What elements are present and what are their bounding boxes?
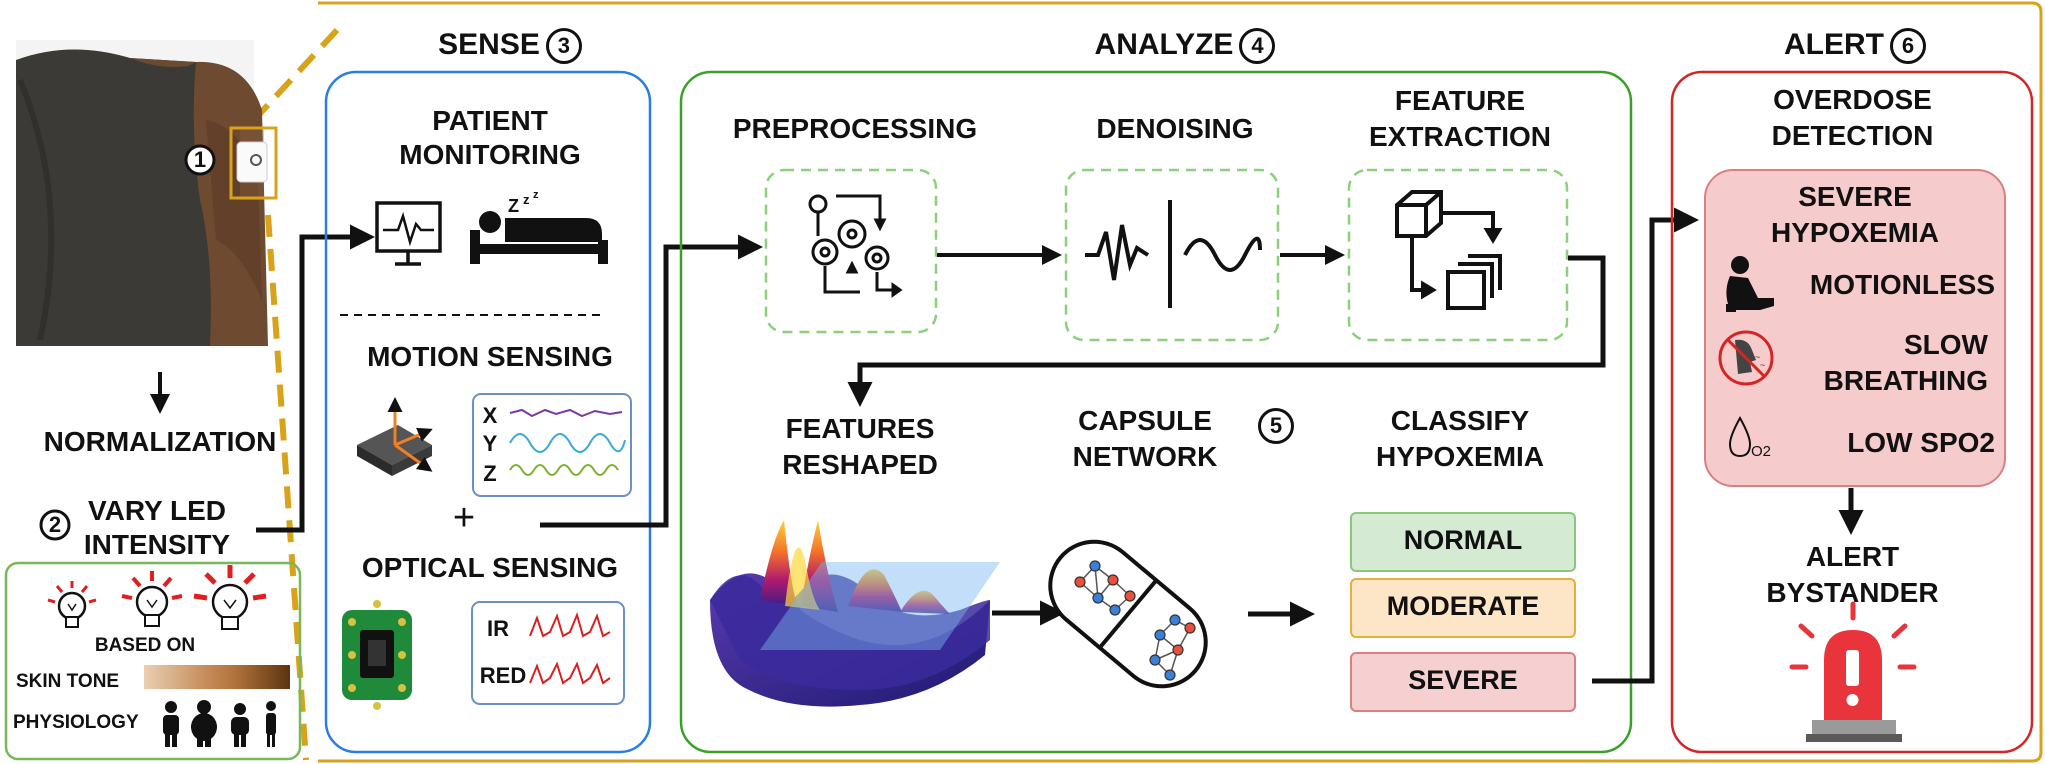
optical-sensing-label: OPTICAL SENSING	[361, 552, 619, 583]
features-3d-surface	[710, 520, 1000, 707]
patient-monitoring-line2: MONITORING	[399, 139, 581, 170]
feature-extraction-line1: FEATURE	[1394, 85, 1526, 116]
motionless-person-icon	[1726, 256, 1774, 312]
motionless-label: MOTIONLESS	[1809, 269, 1995, 300]
axis-x-label: X	[482, 403, 498, 428]
slow-breathing-line2: BREATHING	[1823, 365, 1988, 396]
features-reshaped-line2: RESHAPED	[782, 449, 938, 480]
skin-tone-scale	[144, 665, 290, 689]
denoising-icon	[1085, 200, 1262, 308]
slow-breathing-line1: SLOW	[1904, 329, 1988, 360]
z-waveform	[509, 464, 619, 476]
denoising-box	[1064, 168, 1280, 342]
xyz-signal-panel	[472, 393, 632, 497]
led-bulbs-icon	[47, 565, 267, 630]
capsule-number-badge: 5	[1256, 408, 1296, 444]
classify-hypoxemia-line1: CLASSIFY	[1390, 405, 1530, 436]
classify-hypoxemia-line2: HYPOXEMIA	[1375, 441, 1545, 472]
sense-title-text: SENSE	[438, 28, 540, 61]
overdose-detection-line2: DETECTION	[1771, 120, 1934, 151]
sense-box	[324, 70, 652, 754]
arrow-extract-to-reshape	[847, 255, 1606, 407]
arrow-severe-to-alert	[1592, 207, 1699, 684]
svg-text:~: ~	[1760, 360, 1765, 370]
skin-tone-label: SKIN TONE	[16, 671, 120, 692]
svg-text:z: z	[523, 192, 530, 207]
marker-2-label: 2	[48, 512, 62, 537]
arrow-led-to-sense	[256, 224, 375, 533]
red-label: RED	[479, 663, 527, 688]
severe-hypoxemia-line2: HYPOXEMIA	[1770, 217, 1940, 248]
o2-label: O2	[1750, 443, 1771, 460]
ir-label: IR	[487, 616, 509, 641]
analyze-title-text: ANALYZE	[1094, 28, 1234, 61]
capsule-network-line1: CAPSULE	[1078, 405, 1212, 436]
gears-icon	[808, 194, 903, 298]
alert-number-badge: 6	[1890, 28, 1926, 65]
accelerometer-chip-icon	[357, 397, 433, 476]
severe-hypoxemia-line1: SEVERE	[1798, 181, 1912, 212]
low-spo2-label: LOW SPO2	[1847, 427, 1995, 458]
features-reshaped-line1: FEATURES	[785, 413, 935, 444]
class-severe-pill: SEVERE	[1350, 652, 1576, 712]
denoising-label: DENOISING	[1096, 113, 1254, 144]
vary-led-label-line2: INTENSITY	[83, 529, 231, 560]
svg-text:z: z	[533, 189, 539, 201]
normalization-label: NORMALIZATION	[43, 426, 277, 457]
alert-bystander-line2: BYSTANDER	[1766, 577, 1939, 608]
class-moderate-pill: MODERATE	[1350, 578, 1576, 638]
y-waveform	[509, 433, 626, 453]
based-on-label: BASED ON	[94, 635, 196, 656]
sensor-highlight	[229, 126, 278, 200]
motion-sensing-label: MOTION SENSING	[367, 341, 613, 372]
ir-waveform	[529, 611, 611, 638]
alert-bystander-line1: ALERT	[1805, 541, 1900, 572]
class-normal-pill: NORMAL	[1350, 512, 1576, 572]
physiology-label: PHYSIOLOGY	[13, 712, 139, 733]
alert-box	[1670, 70, 2034, 754]
monitor-icon	[375, 201, 442, 266]
overdose-detection-line1: OVERDOSE	[1773, 84, 1932, 115]
svg-text:Z: Z	[508, 196, 519, 216]
capsule-number-badge-text: 5	[1258, 408, 1294, 444]
ppg-signal-panel	[471, 601, 625, 705]
analyze-number-badge: 4	[1239, 28, 1276, 65]
capsule-network-line2: NETWORK	[1072, 441, 1218, 472]
marker-2-circle	[39, 509, 71, 541]
feature-extraction-line2: EXTRACTION	[1369, 121, 1551, 152]
capsule-network-icon	[1048, 539, 1208, 689]
optical-sensor-chip-icon	[342, 600, 412, 710]
led-box	[4, 561, 302, 761]
sense-number-badge: 3	[545, 28, 582, 65]
outer-frame	[318, 1, 2043, 763]
axis-z-label: Z	[483, 461, 497, 486]
alert-title-text: ALERT	[1784, 28, 1884, 61]
severe-hypoxemia-panel	[1704, 169, 2006, 487]
sleeping-patient-icon: Z z z	[470, 189, 608, 264]
red-waveform	[529, 661, 611, 685]
marker-1-label: 1	[193, 147, 207, 172]
slow-breathing-icon: ~ ~	[1718, 330, 1774, 386]
marker-1-circle	[184, 144, 216, 176]
axis-y-label: Y	[482, 431, 498, 456]
preprocessing-label: PREPROCESSING	[732, 113, 978, 144]
feature-extraction-icon	[1395, 190, 1503, 310]
feature-extraction-box	[1347, 168, 1569, 342]
x-waveform	[509, 408, 623, 418]
preprocessing-box	[764, 168, 938, 334]
siren-icon	[1789, 601, 1917, 742]
physiology-icons	[163, 700, 276, 747]
droplet-icon	[1728, 415, 1752, 458]
svg-text:~: ~	[1755, 352, 1760, 362]
analyze-box	[679, 70, 1633, 754]
arrow-sense-to-analyze	[540, 234, 763, 528]
patient-monitoring-line1: PATIENT	[432, 105, 548, 136]
plus-sign: +	[452, 497, 476, 539]
vary-led-label-line1: VARY LED	[88, 495, 226, 526]
